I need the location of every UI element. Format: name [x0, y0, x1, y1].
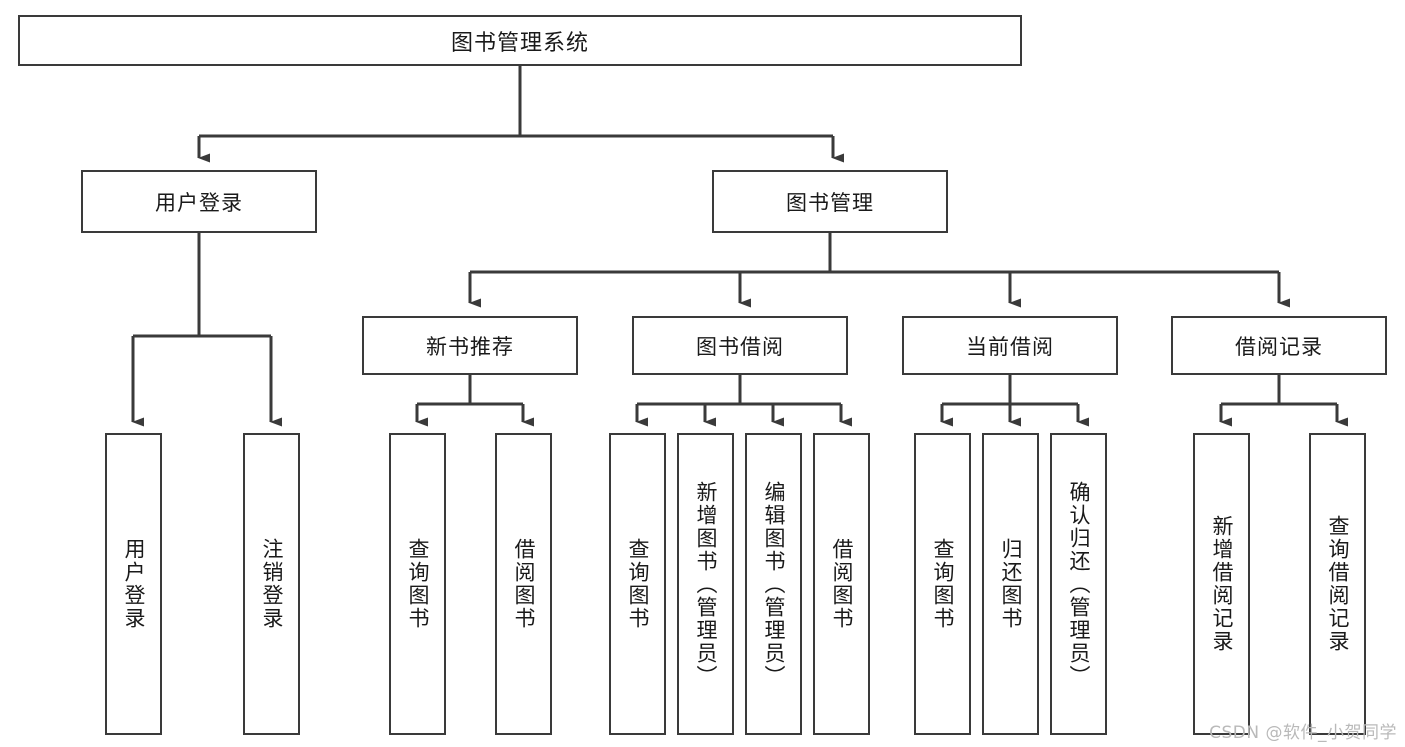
node-leaf-query-book-1[interactable]: 查询图书 [389, 433, 446, 735]
node-leaf-add-book[interactable]: 新增图书（管理员） [677, 433, 734, 735]
leaf-label: 注销登录 [260, 538, 284, 630]
leaf-label: 借阅图书 [830, 538, 854, 630]
leaf-label: 查询借阅记录 [1326, 515, 1350, 653]
leaf-label: 确认归还（管理员） [1067, 480, 1091, 688]
node-current-borrow[interactable]: 当前借阅 [902, 316, 1118, 375]
node-user-login[interactable]: 用户登录 [81, 170, 317, 233]
node-leaf-borrow-book-2[interactable]: 借阅图书 [813, 433, 870, 735]
node-leaf-borrow-book-1[interactable]: 借阅图书 [495, 433, 552, 735]
leaf-label: 新增图书（管理员） [694, 480, 718, 688]
leaf-label: 查询图书 [931, 538, 955, 630]
node-leaf-query-book-2[interactable]: 查询图书 [609, 433, 666, 735]
node-leaf-logout[interactable]: 注销登录 [243, 433, 300, 735]
node-leaf-add-record[interactable]: 新增借阅记录 [1193, 433, 1250, 735]
leaf-label: 新增借阅记录 [1210, 515, 1234, 653]
leaf-label: 查询图书 [626, 538, 650, 630]
node-new-book-recommend[interactable]: 新书推荐 [362, 316, 578, 375]
node-borrow-record[interactable]: 借阅记录 [1171, 316, 1387, 375]
node-leaf-user-login[interactable]: 用户登录 [105, 433, 162, 735]
node-leaf-query-book-3[interactable]: 查询图书 [914, 433, 971, 735]
node-leaf-return-book[interactable]: 归还图书 [982, 433, 1039, 735]
watermark-text: CSDN @软件_小贺同学 [1209, 723, 1397, 743]
node-leaf-confirm-return[interactable]: 确认归还（管理员） [1050, 433, 1107, 735]
node-root-system[interactable]: 图书管理系统 [18, 15, 1022, 66]
leaf-label: 用户登录 [122, 538, 146, 630]
leaf-label: 借阅图书 [512, 538, 536, 630]
leaf-label: 归还图书 [999, 538, 1023, 630]
node-book-management[interactable]: 图书管理 [712, 170, 948, 233]
leaf-label: 查询图书 [406, 538, 430, 630]
node-leaf-edit-book[interactable]: 编辑图书（管理员） [745, 433, 802, 735]
node-book-borrow[interactable]: 图书借阅 [632, 316, 848, 375]
node-leaf-query-record[interactable]: 查询借阅记录 [1309, 433, 1366, 735]
leaf-label: 编辑图书（管理员） [762, 480, 786, 688]
